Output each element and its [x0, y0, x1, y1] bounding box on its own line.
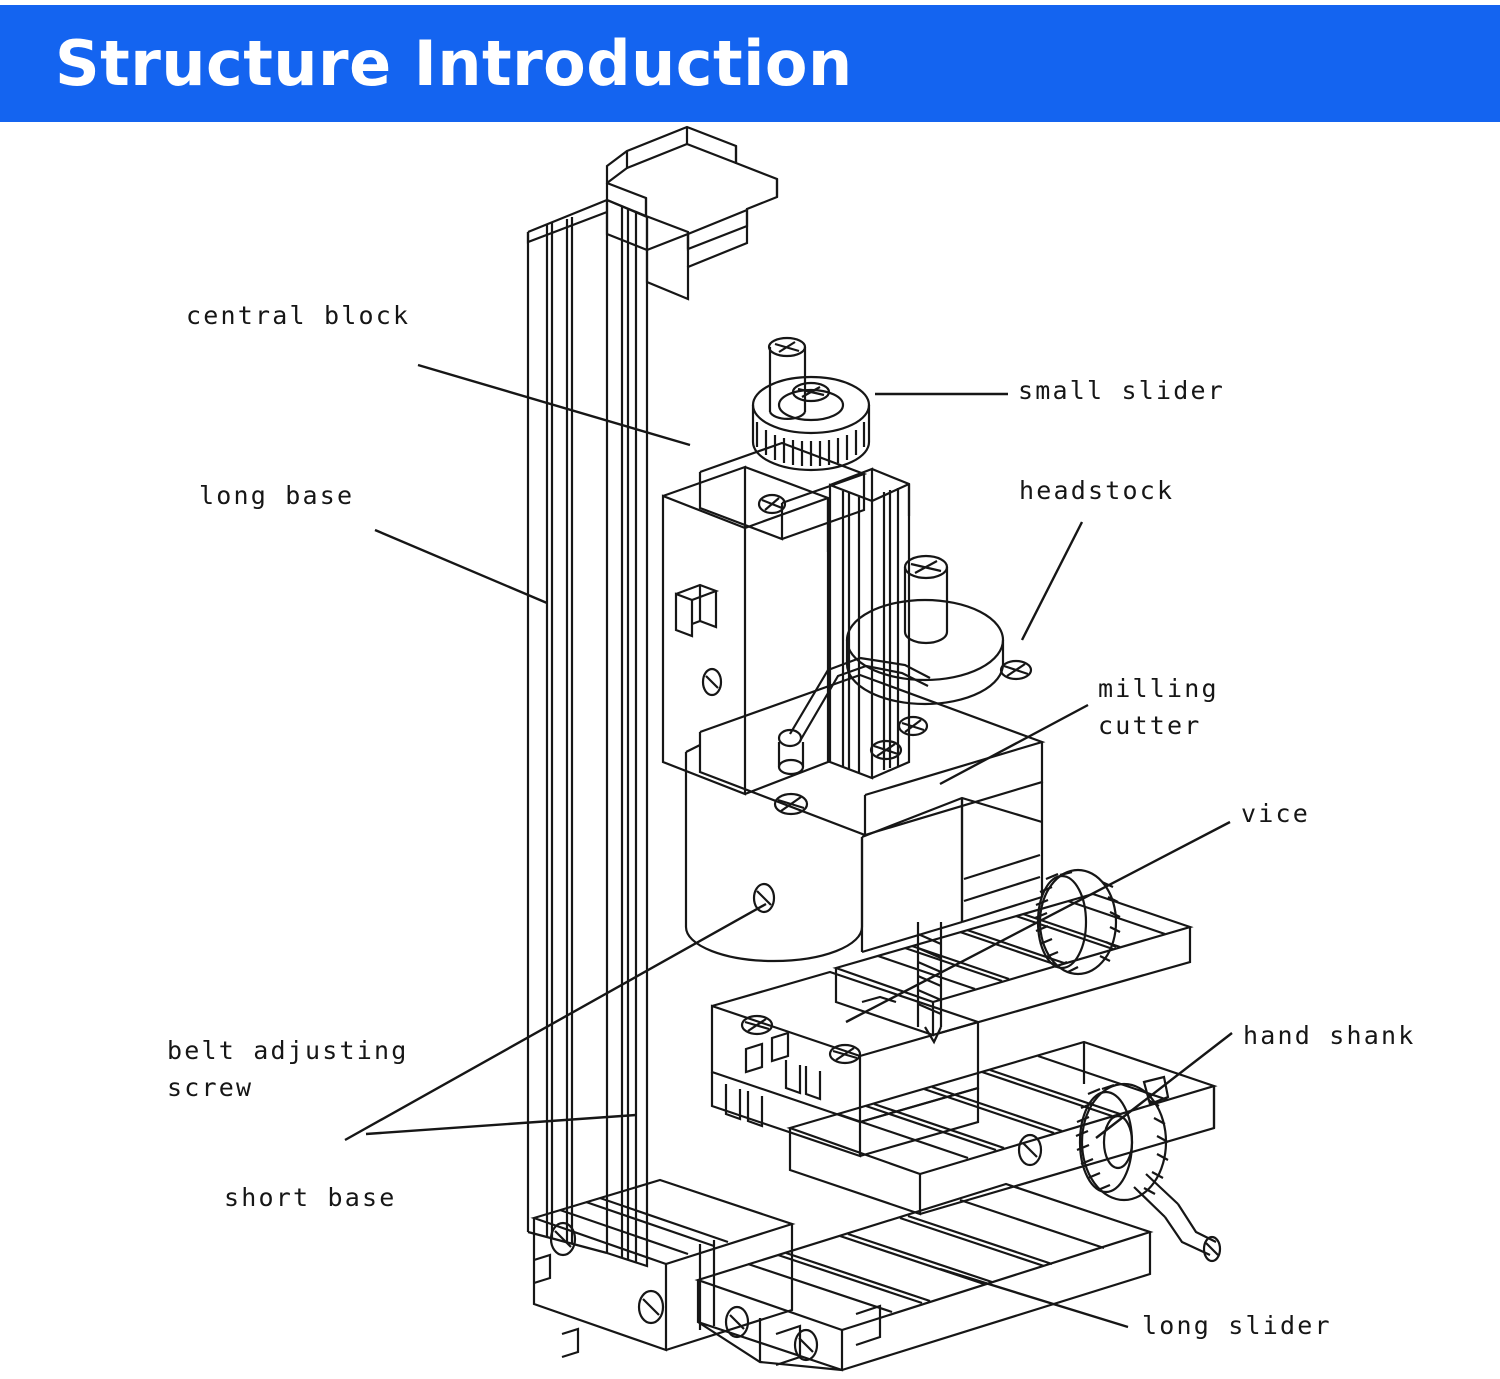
long-base-column [526, 125, 779, 1268]
leader-long-base [374, 528, 548, 605]
small-slider [828, 467, 911, 780]
leader-vice [845, 820, 1231, 1024]
callout-short-base: short base [224, 1183, 397, 1212]
leader-long-slider [939, 1267, 1129, 1329]
callout-long-base: long base [199, 481, 355, 510]
headstock [684, 554, 1046, 963]
vice-assembly [710, 892, 1194, 1158]
callout-long-slider: long slider [1142, 1311, 1332, 1340]
leader-headstock [1020, 521, 1084, 641]
leader-central-block [417, 363, 691, 447]
central-block [661, 441, 868, 796]
callout-vice: vice [1241, 799, 1311, 828]
leader-belt-adjusting-screw [344, 902, 767, 1142]
callout-small-slider: small slider [1018, 376, 1226, 405]
callout-headstock: headstock [1019, 476, 1175, 505]
callout-central-block: central block [186, 301, 411, 330]
long-slider-table [786, 1040, 1218, 1216]
leader-short-base [365, 1113, 637, 1136]
callout-belt-adjusting-screw-line2: screw [167, 1073, 254, 1102]
hand-shank-wheel [1017, 1075, 1222, 1263]
page-title: Structure Introduction [55, 26, 853, 100]
leader-milling-cutter [939, 703, 1089, 786]
top-pulley-assembly [751, 336, 871, 472]
header-banner: Structure Introduction [0, 5, 1500, 122]
diagram-stage: central block long base small slider hea… [0, 122, 1500, 1379]
leader-lines [344, 363, 1233, 1329]
leader-hand-shank [1095, 1032, 1233, 1139]
callout-milling-cutter-line1: milling [1098, 674, 1219, 703]
short-base [530, 1178, 796, 1359]
callout-belt-adjusting-screw-line1: belt adjusting [167, 1036, 409, 1065]
milling-machine-drawing [344, 125, 1233, 1372]
callout-milling-cutter-line2: cutter [1098, 711, 1202, 740]
callout-hand-shank: hand shank [1243, 1021, 1416, 1050]
